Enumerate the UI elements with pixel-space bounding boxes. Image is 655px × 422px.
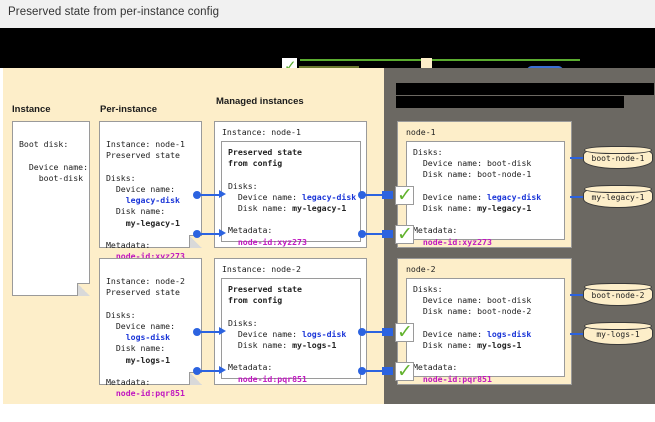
disk-cap	[584, 185, 652, 193]
connector-dot	[358, 367, 366, 375]
managed-instance-card-node-1: Instance: node-1 Preserved state from co…	[214, 121, 367, 248]
caption-strip: Preserved state from per-instance config	[0, 0, 655, 28]
connector-dot	[193, 191, 201, 199]
disk-cylinder-my-logs-1: my-logs-1	[583, 322, 653, 345]
connector-arrow	[219, 229, 226, 237]
connector-line	[200, 194, 222, 196]
disk-cap	[584, 283, 652, 291]
connector-line	[200, 233, 222, 235]
connector-line	[365, 194, 383, 196]
connector-line	[365, 370, 383, 372]
legend-blue-blob	[527, 66, 563, 68]
dogear-corner	[77, 283, 90, 296]
connector-line	[570, 157, 588, 159]
disk-cylinder-boot-node-1: boot-node-1	[583, 146, 653, 169]
connector-dot	[358, 191, 366, 199]
node-card-node-2: node-2 Disks: Device name: boot-disk Dis…	[397, 258, 572, 385]
connector-line	[365, 331, 383, 333]
preserved-state-box-node-1: Preserved state from config Disks: Devic…	[221, 141, 361, 247]
disk-cap	[584, 146, 652, 154]
check-icon-node-2-disk: ✓	[395, 321, 414, 343]
disk-cap	[584, 322, 652, 330]
node-card-node-1: node-1 Disks: Device name: boot-disk Dis…	[397, 121, 572, 248]
per-instance-config-card-node-1: Instance: node-1 Preserved state Disks: …	[99, 121, 202, 261]
check-icon-node-1-metadata: ✓	[395, 223, 414, 245]
legend-band-redacted: ✓	[0, 28, 655, 68]
preserved-state-box-node-2: Preserved state from config Disks: Devic…	[221, 278, 361, 384]
per-instance-config-card-node-2: Instance: node-2 Preserved state Disks: …	[99, 258, 202, 398]
disk-cylinder-boot-node-2: boot-node-2	[583, 283, 653, 306]
legend-green-line-top	[300, 59, 580, 61]
legend-cream-swatch	[421, 58, 432, 68]
connector-dot	[358, 230, 366, 238]
right-panel-heading-redacted-line2	[396, 96, 624, 108]
connector-arrow	[219, 190, 226, 198]
node-details-box-node-2: Disks: Device name: boot-disk Disk name:…	[406, 278, 565, 384]
legend-check-icon: ✓	[282, 58, 297, 68]
connector-dot	[193, 367, 201, 375]
connector-square	[382, 191, 393, 199]
connector-line	[200, 370, 222, 372]
connector-dot	[193, 230, 201, 238]
instance-template-card: Boot disk: Device name: boot-disk	[12, 121, 90, 296]
diagram-canvas: Instance template Per-instance configs M…	[0, 68, 655, 404]
connector-dot	[193, 328, 201, 336]
connector-line	[365, 233, 383, 235]
connector-line	[570, 333, 588, 335]
connector-dot	[358, 328, 366, 336]
connector-line	[200, 331, 222, 333]
page-title: Preserved state from per-instance config	[8, 6, 220, 18]
connector-arrow	[219, 327, 226, 335]
connector-arrow	[219, 366, 226, 374]
connector-square	[382, 367, 393, 375]
check-icon-node-1-disk: ✓	[395, 184, 414, 206]
legend-olive-line	[299, 66, 359, 68]
connector-line	[570, 196, 588, 198]
disk-cylinder-my-legacy-1: my-legacy-1	[583, 185, 653, 208]
connector-square	[382, 328, 393, 336]
connector-square	[382, 230, 393, 238]
managed-instance-card-node-2: Instance: node-2 Preserved state from co…	[214, 258, 367, 385]
node-details-box-node-1: Disks: Device name: boot-disk Disk name:…	[406, 141, 565, 247]
right-panel-heading-redacted-line1	[396, 83, 654, 95]
check-icon-node-2-metadata: ✓	[395, 360, 414, 382]
connector-line	[570, 294, 588, 296]
